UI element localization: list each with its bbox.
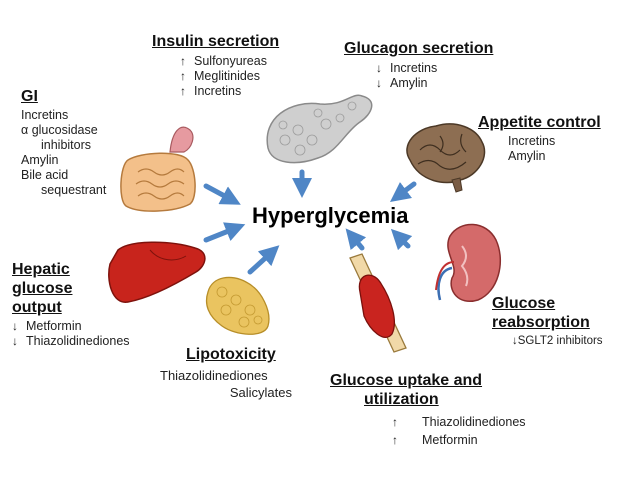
muscle-icon: [349, 253, 407, 353]
kidney-icon: [435, 223, 501, 303]
arrow-brain: [390, 181, 417, 202]
list-item: α glucosidase: [21, 123, 98, 137]
up-arrow-icon: ↑: [392, 415, 398, 429]
list-item: ↑Thiazolidinediones: [392, 415, 526, 429]
appetite-control-title: Appetite control: [478, 114, 601, 131]
appetite-control-block: Appetite control Incretins Amylin: [478, 114, 601, 164]
down-arrow-icon: ↓: [376, 76, 382, 90]
list-item: Incretins: [21, 108, 69, 122]
list-item: inhibitors: [41, 138, 92, 152]
liver-icon: [108, 241, 206, 303]
hepatic-title-line: Hepatic: [12, 261, 70, 278]
hepatic-glucose-output-block: Hepatic glucose output ↓Metformin ↓Thiaz…: [12, 260, 130, 349]
hyperglycemia-label: Hyperglycemia: [252, 203, 409, 228]
list-item: ↓SGLT2 inhibitors: [512, 335, 603, 347]
up-arrow-icon: ↑: [180, 69, 186, 83]
reabsorption-title-line: Glucose: [492, 295, 556, 312]
list-item: Amylin: [21, 153, 59, 167]
list-item: Amylin: [508, 149, 546, 163]
up-arrow-icon: ↑: [392, 433, 398, 447]
brain-icon: [406, 123, 486, 193]
arrow-muscle: [345, 228, 367, 251]
pancreas-icon: [266, 94, 373, 164]
up-arrow-icon: ↑: [180, 54, 186, 68]
intestine-icon: [120, 126, 196, 212]
glucagon-secretion-block: Glucagon secretion ↓Incretins ↓Amylin: [344, 40, 493, 91]
reabsorption-title-line: reabsorption: [492, 314, 590, 331]
down-arrow-icon: ↓: [376, 61, 382, 75]
glucose-reabsorption-block: Glucose reabsorption ↓SGLT2 inhibitors: [492, 294, 603, 349]
list-item: Bile acid: [21, 168, 69, 182]
list-item: ↑Meglitinides: [180, 69, 261, 83]
list-item: ↓Metformin: [12, 319, 82, 333]
insulin-secretion-block: Insulin secretion ↑Sulfonyureas ↑Megliti…: [152, 33, 279, 99]
arrow-fat: [247, 245, 280, 275]
hepatic-title-line: output: [12, 299, 62, 316]
list-item: Incretins: [508, 134, 556, 148]
uptake-title-line: Glucose uptake and: [330, 372, 483, 389]
list-item: sequestrant: [41, 183, 107, 197]
down-arrow-icon: ↓: [12, 334, 18, 348]
glucose-uptake-block: Glucose uptake and utilization ↑Thiazoli…: [330, 371, 526, 449]
list-item: ↑Sulfonyureas: [180, 54, 267, 68]
fat-tissue-icon: [205, 276, 270, 335]
list-item: Thiazolidinediones: [160, 368, 268, 383]
gi-block: GI Incretins α glucosidase inhibitors Am…: [21, 88, 106, 198]
list-item: ↓Incretins: [376, 61, 438, 75]
arrow-gi: [203, 183, 241, 205]
uptake-title-line: utilization: [364, 391, 439, 408]
insulin-secretion-title: Insulin secretion: [152, 33, 280, 50]
arrow-liver: [203, 222, 246, 243]
lipotoxicity-block: Lipotoxicity Thiazolidinediones Salicyla…: [160, 346, 300, 401]
glucagon-secretion-title: Glucagon secretion: [344, 40, 494, 57]
gi-title: GI: [21, 88, 38, 105]
lipotoxicity-title: Lipotoxicity: [186, 346, 276, 363]
arrows: [203, 169, 417, 275]
list-item: ↓Amylin: [376, 76, 428, 90]
down-arrow-icon: ↓: [512, 335, 518, 347]
list-item: ↑Metformin: [392, 433, 478, 447]
list-item: ↓Thiazolidinediones: [12, 334, 130, 348]
up-arrow-icon: ↑: [180, 84, 186, 98]
down-arrow-icon: ↓: [12, 319, 18, 333]
arrow-kidney: [390, 228, 413, 251]
list-item: ↑Incretins: [180, 84, 242, 98]
hepatic-title-line: glucose: [12, 280, 73, 297]
list-item: Salicylates: [229, 385, 292, 400]
